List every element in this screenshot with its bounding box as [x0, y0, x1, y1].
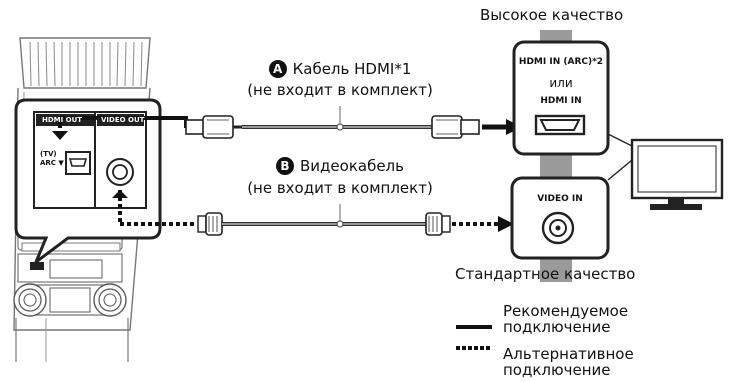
legend-alternative-line1: Альтернативное: [503, 345, 634, 363]
legend-alternative-line2: подключение: [503, 361, 611, 379]
speaker-panel: [14, 98, 162, 267]
hdmi-in-arc-label: HDMI IN (ARC)*2: [518, 57, 604, 67]
standard-quality-label: Стандартное качество: [455, 265, 636, 283]
cable-a-name: Кабель HDMI*1: [292, 60, 412, 78]
cable-b-badge: B: [276, 157, 294, 175]
tv-input-column: [510, 30, 633, 282]
cable-a-badge: A: [268, 60, 287, 78]
hdmi-out-label: HDMI OUT: [42, 116, 83, 124]
cable-b-label: B Видеокабель: [240, 157, 440, 175]
video-in-label: VIDEO IN: [537, 194, 583, 204]
cable-a-label: A Кабель HDMI*1: [230, 60, 450, 78]
high-quality-label: Высокое качество: [480, 6, 624, 24]
arc-label: ARC ▼: [40, 159, 64, 167]
speaker-device: [13, 37, 151, 362]
legend-recommended-line1: Рекомендуемое: [503, 302, 629, 320]
hdmi-in-label: HDMI IN: [540, 96, 582, 106]
cable-b-name: Видеокабель: [300, 157, 404, 175]
tv-label: (TV): [40, 150, 57, 158]
cable-b-note: (не входит в комплект): [247, 179, 433, 197]
cable-a-note: (не входит в комплект): [247, 81, 433, 99]
tv-icon: [630, 138, 724, 210]
legend-recommended-line2: подключение: [503, 318, 611, 336]
video-out-label: VIDEO OUT: [101, 116, 145, 124]
video-cable: [112, 190, 514, 236]
or-label: или: [549, 76, 573, 90]
hdmi-cable: [52, 106, 522, 140]
